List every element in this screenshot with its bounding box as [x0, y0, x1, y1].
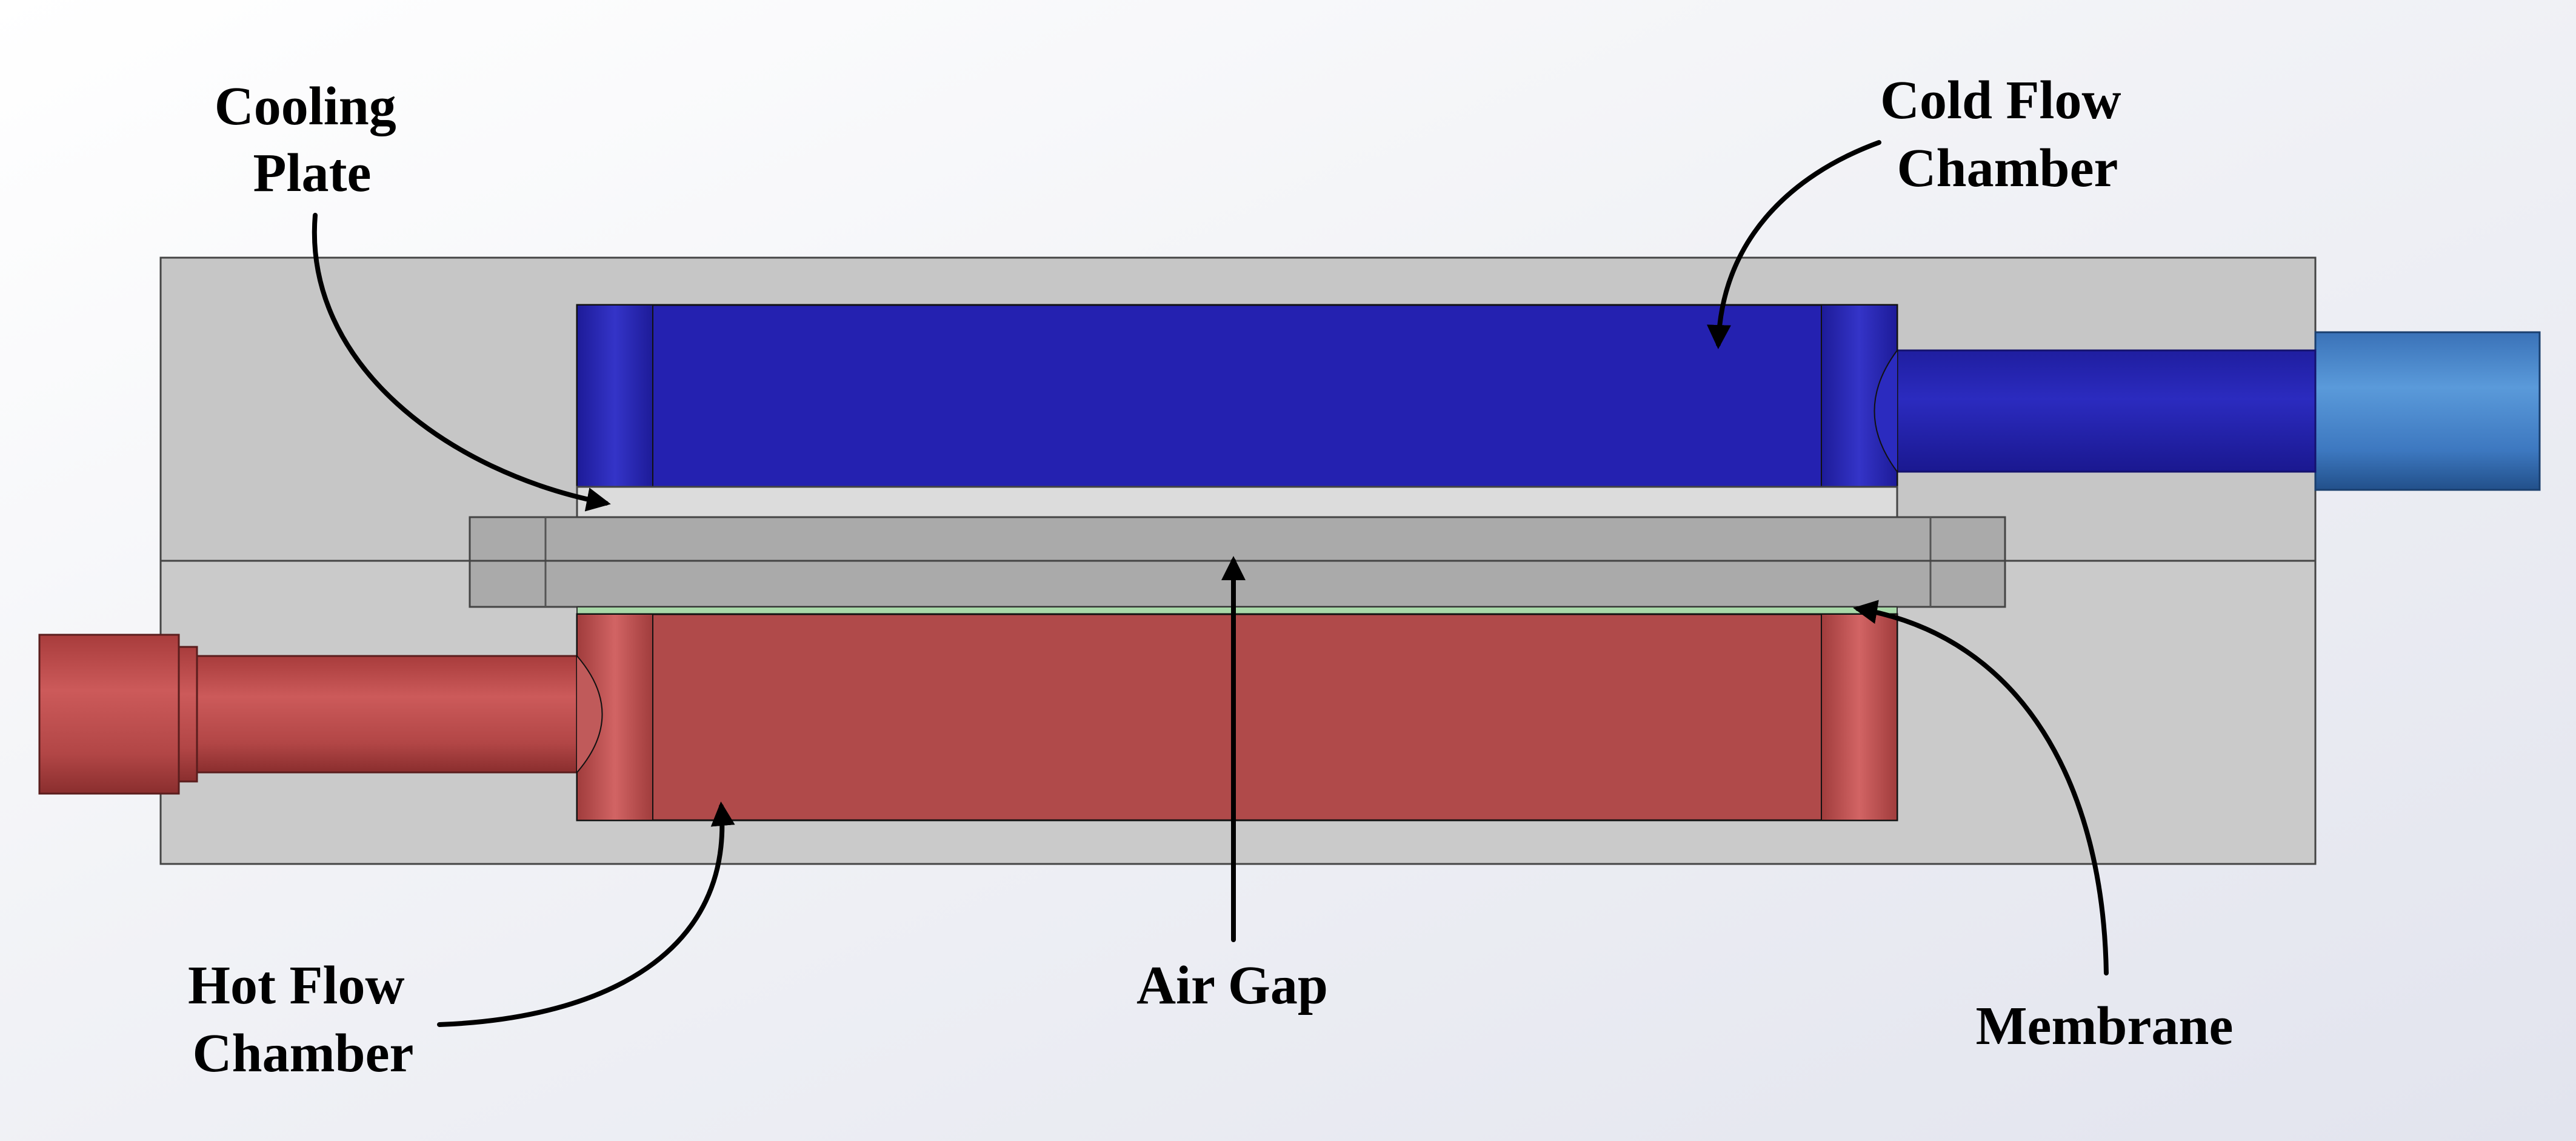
hot-chamber-right-column [1821, 614, 1898, 821]
air-gap-frame-body [469, 516, 2006, 608]
cooling-plate-label-line1: Cooling [215, 76, 396, 136]
labels: Cooling Plate Cold Flow Chamber Hot Flow… [188, 70, 2233, 1083]
cold-chamber-left-column [576, 304, 653, 487]
hot-port-opening [576, 655, 603, 773]
cooling-plate-arrow [312, 213, 611, 512]
air-gap-label: Air Gap [1136, 955, 1328, 1016]
hot-inlet-pipe [38, 634, 578, 795]
cooling-plate-label: Cooling Plate [215, 76, 410, 203]
cold-flow-chamber-arrow [1706, 140, 1881, 349]
membrane-label: Membrane [1976, 996, 2234, 1056]
cold-flow-chamber-label-line2: Chamber [1897, 138, 2118, 198]
cold-outlet-pipe [1896, 331, 2541, 491]
membrane-arrow [1853, 600, 2109, 975]
leader-arrows [312, 140, 2109, 1027]
cold-flow-chamber-label-line1: Cold Flow [1880, 70, 2121, 130]
hot-flow-chamber-label: Hot Flow Chamber [188, 955, 418, 1083]
hot-chamber-body [576, 613, 1898, 821]
cold-port-opening [1874, 350, 1898, 472]
hot-outer-pipe [38, 634, 180, 795]
air-gap-frame [161, 516, 2315, 608]
cold-outer-pipe [2314, 331, 2541, 491]
hot-flow-chamber-label-line1: Hot Flow [188, 955, 404, 1016]
hot-pipe-flange [178, 646, 198, 783]
cold-flow-chamber-label: Cold Flow Chamber [1880, 70, 2135, 198]
cold-flow-chamber [576, 304, 1898, 488]
hot-flow-chamber [576, 613, 1898, 821]
hot-flow-chamber-label-line2: Chamber [193, 1023, 414, 1083]
cold-inner-pipe [1896, 349, 2317, 473]
membrane-layer [576, 606, 1898, 615]
cooling-plate [576, 486, 1898, 518]
hot-flow-chamber-arrow [437, 801, 735, 1027]
cold-chamber-body [576, 304, 1898, 488]
cooling-plate-label-line2: Plate [253, 143, 372, 203]
hot-inner-pipe [196, 655, 578, 774]
